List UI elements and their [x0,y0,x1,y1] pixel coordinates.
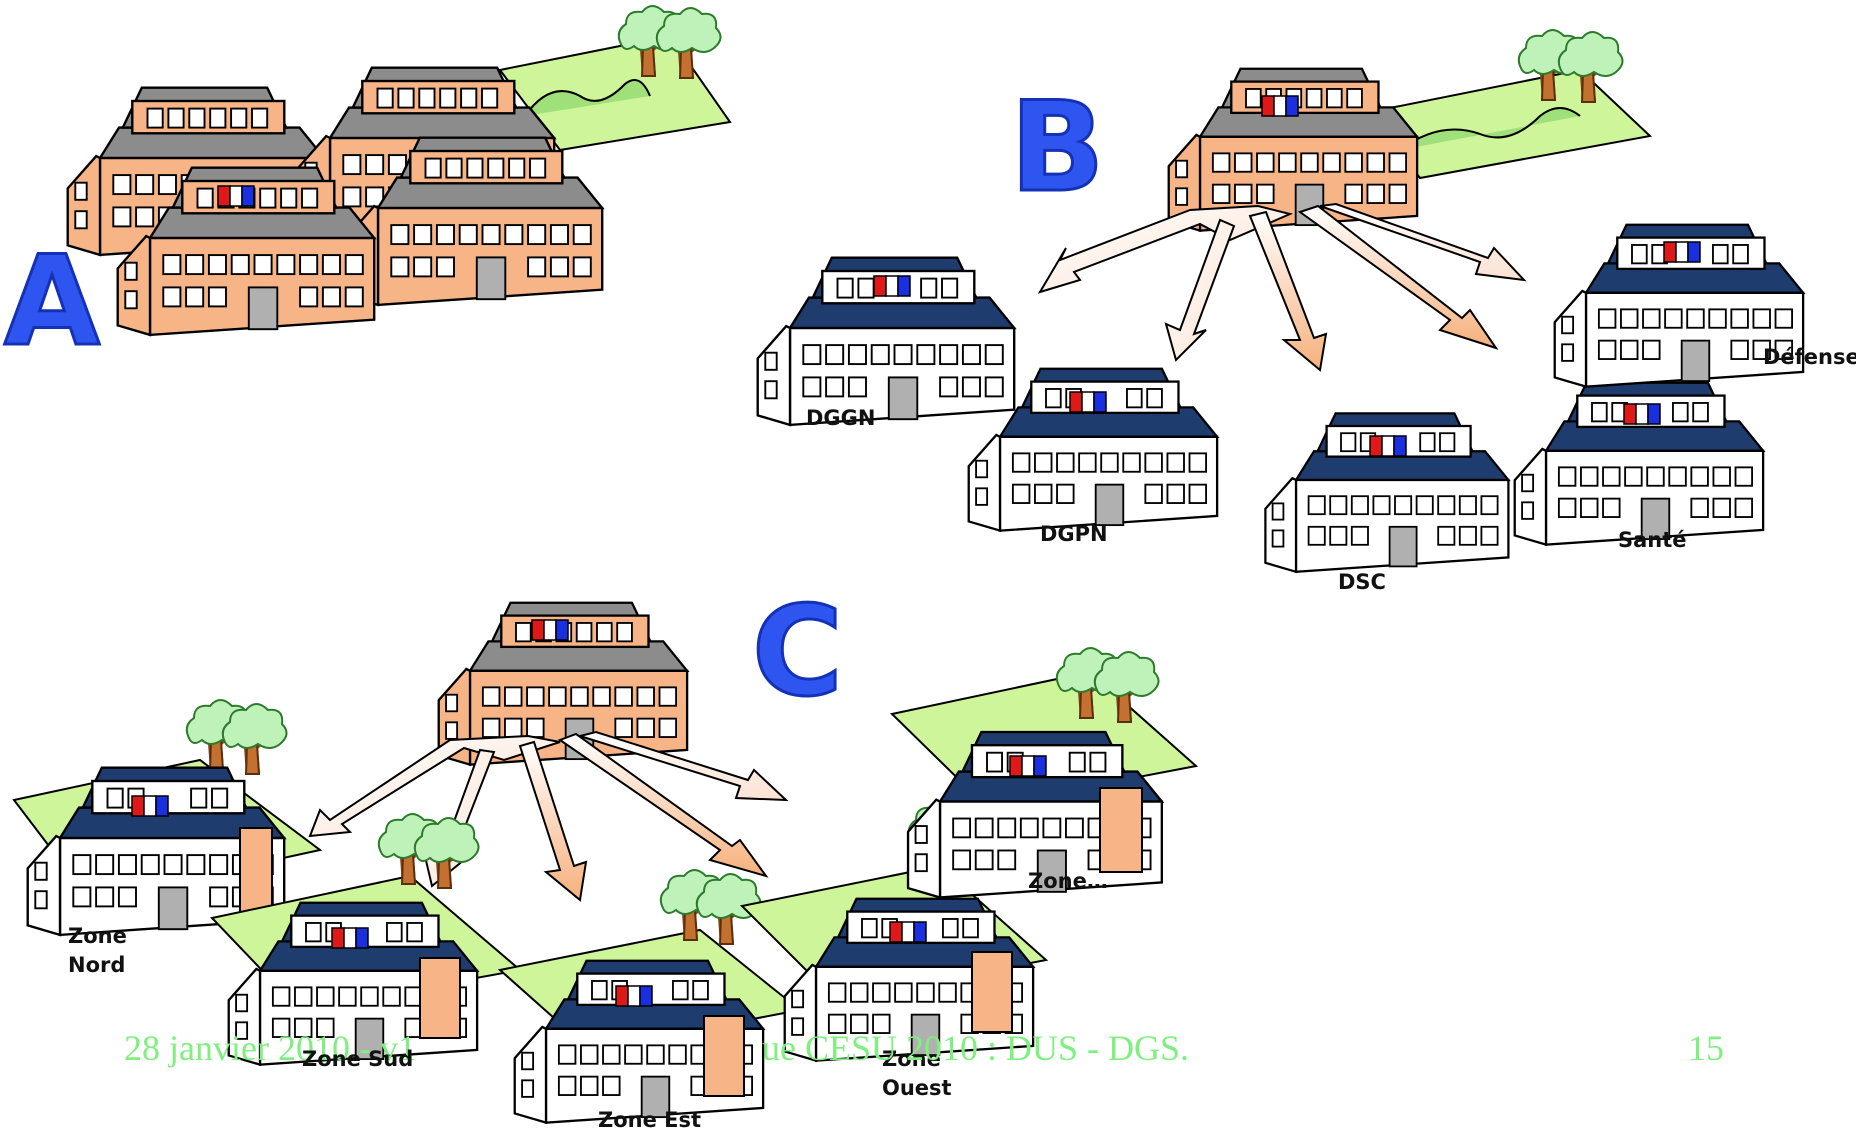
section-a: A [4,6,730,374]
footer-title: ue CESU 2010 : DUS - DGS. [762,1028,1189,1068]
label-zone-sud: Zone Sud [302,1047,413,1071]
section-letter-c: C [752,580,843,724]
label-zone-autre: Zone… [1028,869,1108,893]
section-b: B DGGN DGPN DSC Santé Défense [758,30,1856,594]
footer-page-number: 15 [1688,1028,1724,1068]
label-zone-est: Zone Est [598,1108,701,1128]
building-zone-autre [892,648,1196,897]
building-sante [1515,383,1763,545]
building [1169,69,1417,231]
label-zone-nord-line1: Zone [68,924,127,948]
label-sante: Santé [1618,528,1687,552]
label-dsc: DSC [1338,570,1386,594]
building-dsc [1265,413,1508,571]
section-letter-a: A [4,230,100,374]
label-dggn: DGGN [806,406,875,430]
building-zone-nord [14,700,320,935]
label-zone-ouest-line2: Ouest [882,1076,952,1100]
section-letter-b: B [1010,76,1105,220]
label-zone-nord-line2: Nord [68,953,125,977]
label-dgpn: DGPN [1040,522,1108,546]
label-defense: Défense [1763,345,1856,369]
building-dggn [758,258,1015,425]
distribution-arrows [1040,204,1524,370]
